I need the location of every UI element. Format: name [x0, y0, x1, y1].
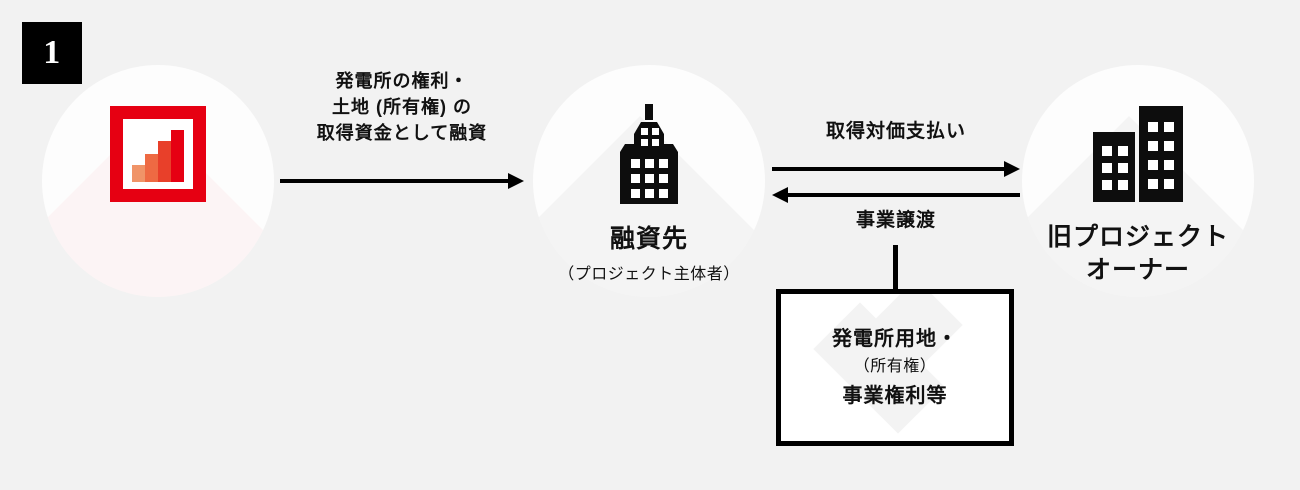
arrow-transfer: [772, 184, 1020, 206]
edge-label-transfer: 事業譲渡: [772, 207, 1020, 235]
chart-bar-1: [132, 165, 145, 182]
connector-line-transfer-to-assets: [893, 245, 898, 291]
step-number-badge: 1: [22, 22, 82, 84]
arrow-funding-head: [508, 173, 524, 189]
node-lender: [42, 65, 274, 297]
edge-label-funding-line1: 発電所の権利・: [335, 71, 469, 91]
edge-label-payment: 取得対価支払い: [772, 118, 1020, 146]
two-buildings-icon: [1022, 99, 1254, 209]
edge-label-transfer-text: 事業譲渡: [855, 210, 936, 231]
edge-label-payment-text: 取得対価支払い: [825, 121, 966, 142]
node-borrower: 融資先 （プロジェクト主体者）: [533, 65, 765, 297]
arrow-payment-shaft: [772, 167, 1007, 171]
asset-box-line3: 事業権利等: [842, 384, 948, 407]
node-former-owner-disc: [1022, 65, 1254, 297]
node-former-owner: 旧プロジェクト オーナー: [1022, 65, 1254, 297]
edge-label-funding: 発電所の権利・ 土地 (所有権) の 取得資金として融資: [278, 68, 526, 146]
arrow-funding: [280, 170, 524, 192]
asset-box-line1: 発電所用地・: [832, 328, 958, 351]
tower-building-icon: [533, 99, 765, 209]
chart-frame-icon: [42, 99, 274, 209]
asset-box-line2: （所有権）: [853, 358, 937, 376]
node-borrower-title: 融資先: [609, 225, 688, 253]
chart-bar-3: [158, 141, 171, 182]
arrow-payment: [772, 158, 1020, 180]
node-former-owner-title-line2: オーナー: [1085, 256, 1190, 284]
asset-box: 発電所用地・ （所有権） 事業権利等: [776, 289, 1014, 446]
edge-label-funding-line2: 土地 (所有権) の: [332, 97, 472, 118]
arrow-funding-shaft: [280, 179, 511, 183]
node-borrower-subtitle: （プロジェクト主体者）: [558, 266, 740, 283]
chart-bar-2: [145, 154, 158, 182]
edge-label-funding-line3: 取得資金として融資: [316, 123, 488, 144]
arrow-payment-head: [1004, 161, 1020, 177]
arrow-transfer-head: [772, 187, 788, 203]
node-borrower-caption: 融資先 （プロジェクト主体者）: [473, 223, 825, 284]
step-number-label: 1: [43, 34, 61, 71]
arrow-transfer-shaft: [785, 193, 1020, 197]
node-former-owner-caption: 旧プロジェクト オーナー: [962, 221, 1300, 287]
chart-bar-4: [171, 130, 184, 182]
node-former-owner-title-line1: 旧プロジェクト: [1046, 223, 1229, 251]
